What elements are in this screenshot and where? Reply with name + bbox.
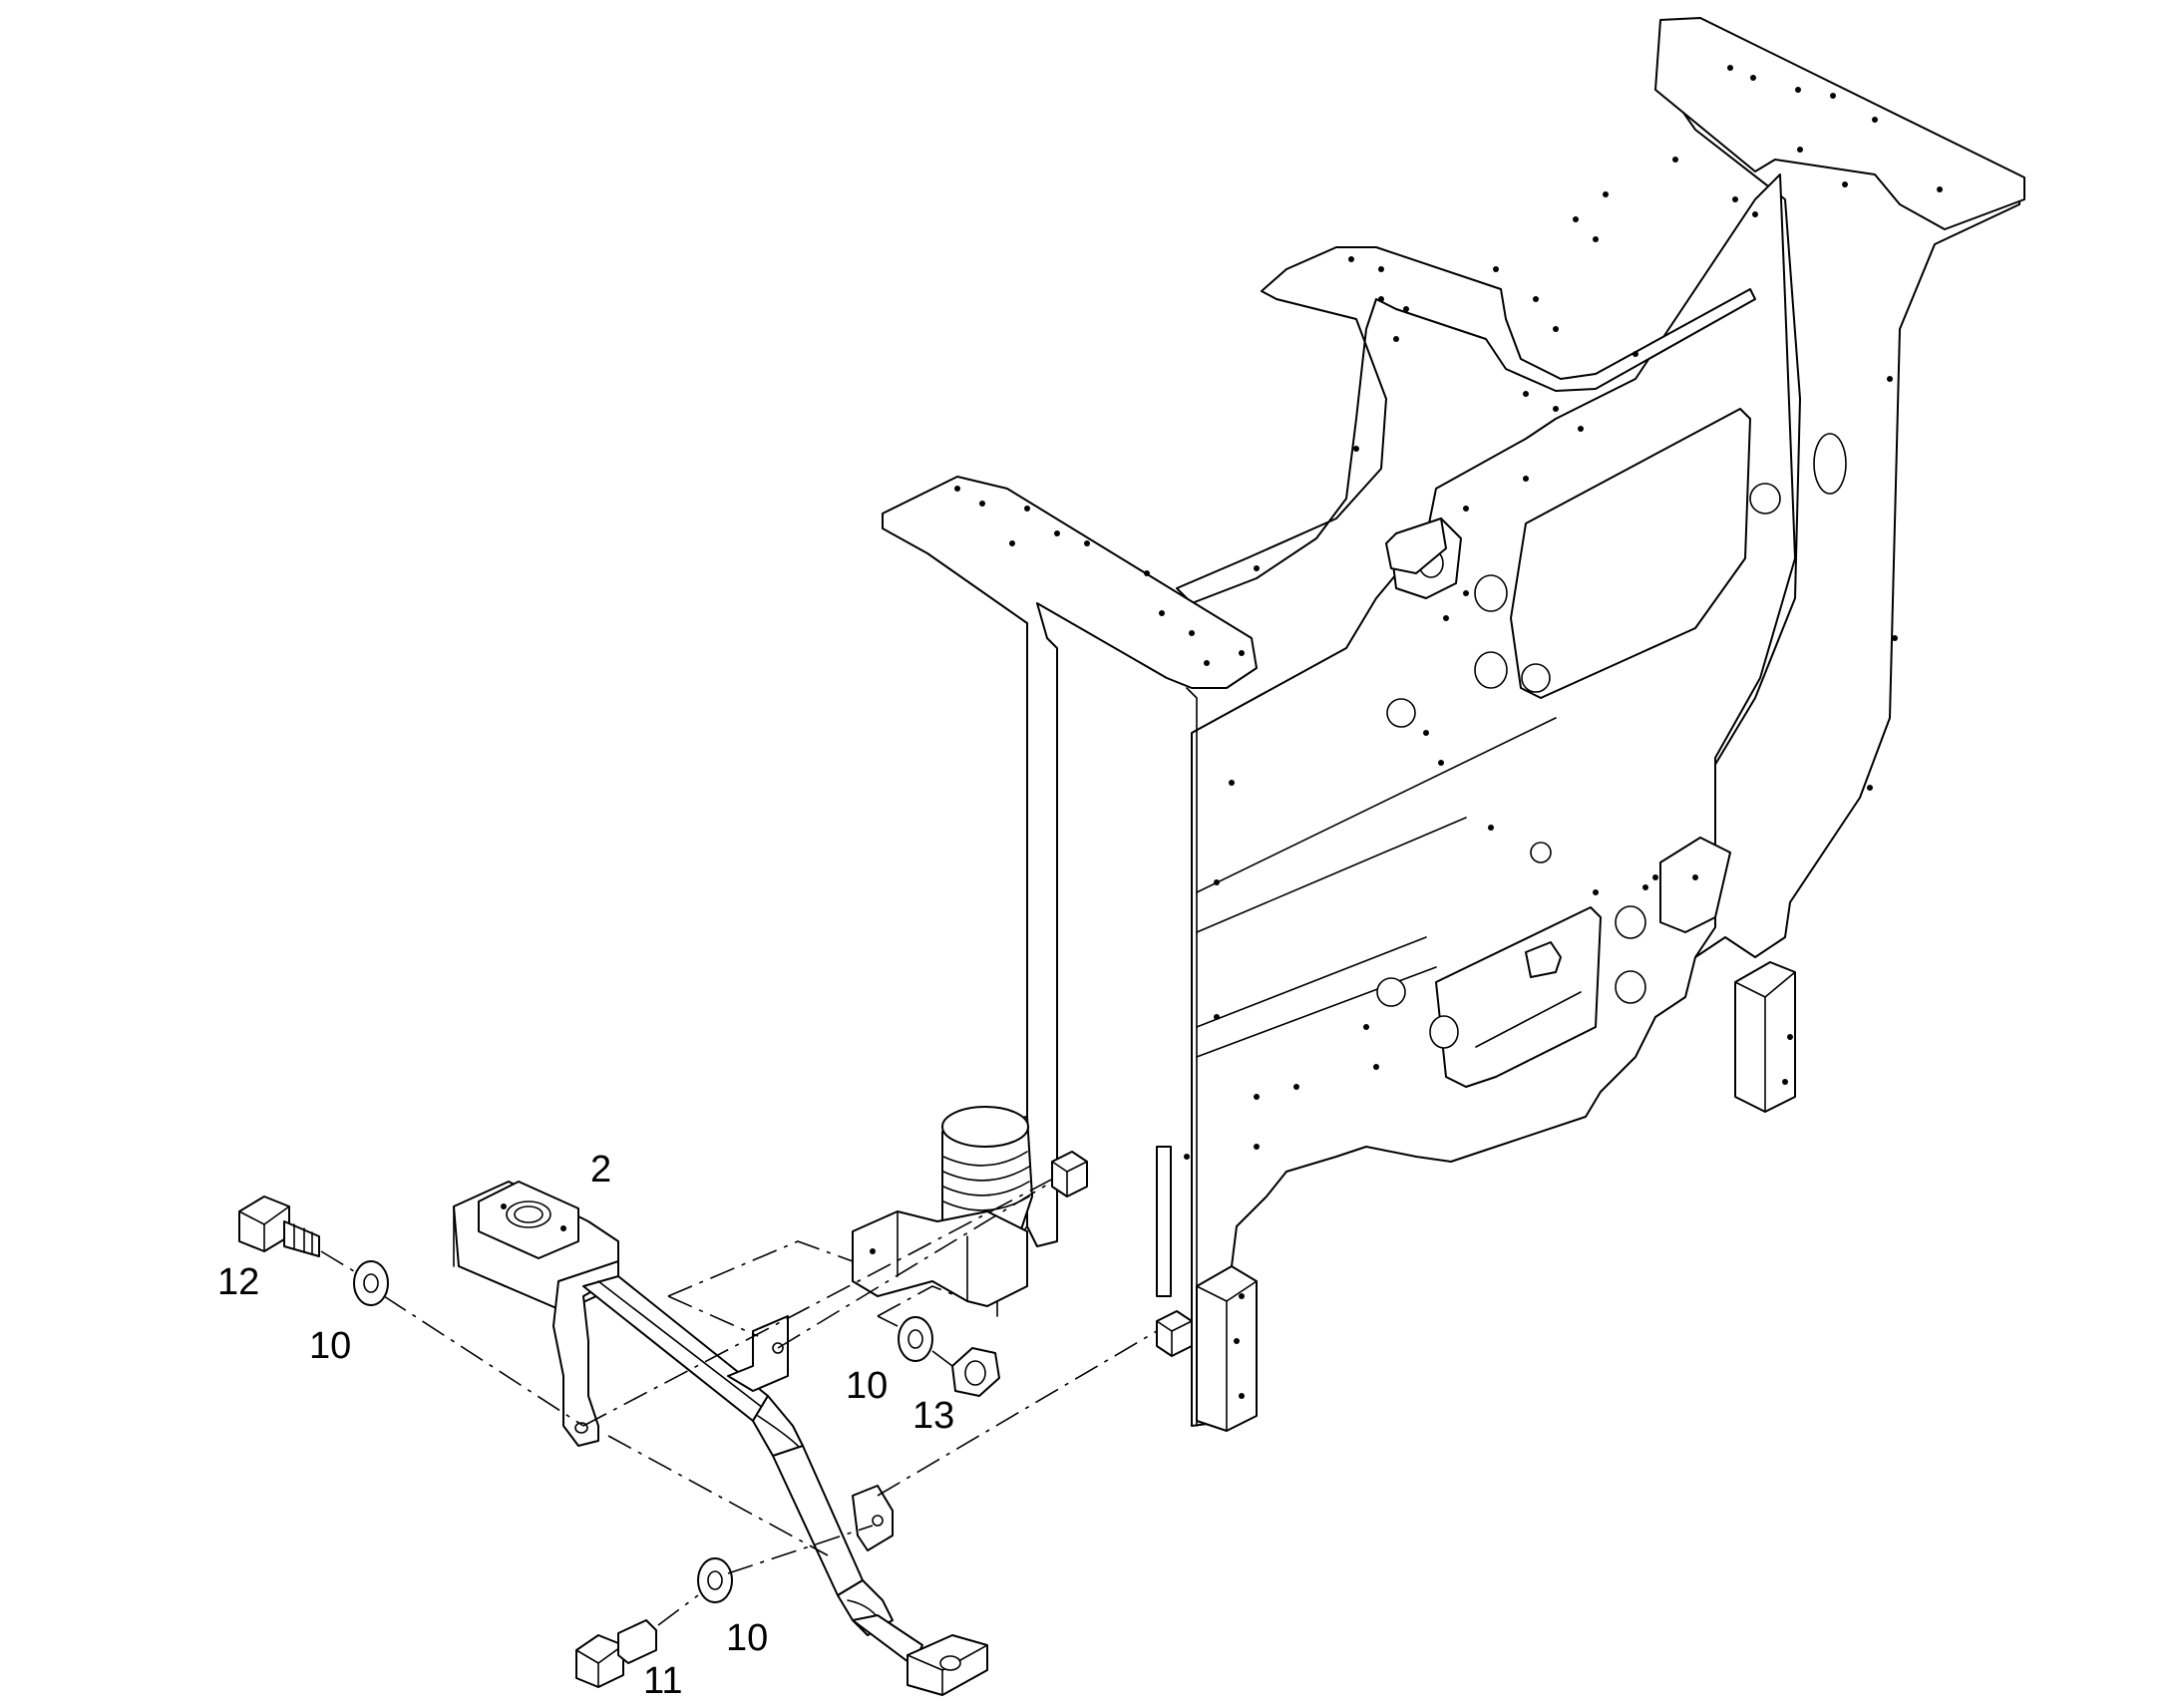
frame-boss-lower bbox=[1659, 837, 1731, 933]
part-10-washer-b[interactable] bbox=[898, 1316, 933, 1362]
frame-left-arm bbox=[882, 476, 1258, 1247]
frame-rivets bbox=[954, 65, 1943, 1399]
frame-assembly bbox=[882, 17, 2025, 1432]
part-2-tube-bracket[interactable] bbox=[453, 1181, 988, 1696]
frame-upper-bracket bbox=[1385, 517, 1447, 574]
frame-mount-blocks bbox=[1051, 1151, 1193, 1357]
callout-12: 12 bbox=[217, 1261, 259, 1303]
lower-bracket bbox=[852, 1210, 1028, 1307]
callout-10-lower: 10 bbox=[726, 1617, 768, 1659]
callout-10-middle: 10 bbox=[846, 1365, 888, 1407]
frame-lower-cutout bbox=[1435, 906, 1602, 1088]
callout-2: 2 bbox=[590, 1149, 611, 1191]
part-10-washer-a[interactable] bbox=[353, 1260, 389, 1306]
frame-top-plate bbox=[1654, 17, 2025, 230]
frame-main-plate bbox=[1191, 173, 1796, 1427]
frame-upper-arm bbox=[1176, 246, 1756, 604]
frame-fitting bbox=[1525, 941, 1562, 978]
part-13-nut[interactable] bbox=[951, 1347, 1000, 1397]
frame-slot bbox=[1156, 1146, 1172, 1297]
part-11-bolt[interactable] bbox=[575, 1619, 657, 1688]
part-10-washer-c[interactable] bbox=[697, 1557, 733, 1603]
part-12-bolt[interactable] bbox=[238, 1196, 320, 1257]
assembly-leaders bbox=[320, 1176, 1158, 1626]
callout-10-upper: 10 bbox=[309, 1325, 351, 1367]
frame-upper-cutout bbox=[1510, 408, 1751, 699]
callout-11: 11 bbox=[643, 1660, 682, 1702]
callout-13: 13 bbox=[912, 1395, 954, 1437]
